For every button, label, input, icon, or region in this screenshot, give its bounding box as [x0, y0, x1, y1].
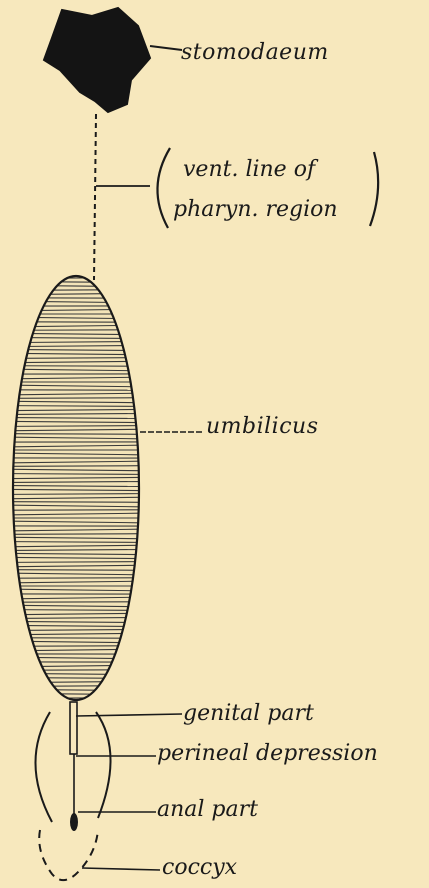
umbilicus-hatch-line [10, 673, 142, 674]
coccyx-leader [82, 868, 160, 870]
umbilicus-hatch-line [10, 293, 142, 294]
umbilicus-hatch-line [10, 681, 142, 682]
pharyngeal-label-line-1: vent. line of [183, 159, 315, 181]
umbilicus-hatch-line [10, 434, 142, 435]
coccyx-label: coccyx [162, 857, 237, 879]
genital-part-leader [76, 714, 182, 716]
umbilicus-hatch-line [10, 686, 142, 687]
umbilicus-hatch-line [10, 277, 142, 278]
stomodaeum-label: stomodaeum [181, 42, 329, 64]
stomodaeum-leader [150, 46, 182, 50]
umbilicus-hatch-line [10, 638, 142, 639]
umbilicus-hatch-line [10, 330, 142, 331]
anal-part-shape [70, 813, 78, 831]
perineal-depression-label: perineal depression [157, 743, 378, 765]
umbilicus-hatch-line [10, 693, 142, 694]
umbilicus-hatch-line [10, 333, 142, 334]
pharyngeal-label-line-2: pharyn. region [173, 199, 338, 221]
umbilicus-hatch-line [10, 698, 142, 699]
umbilicus-hatch-line [10, 678, 142, 679]
stomodaeum-shape [44, 8, 150, 112]
umbilicus-shape [10, 276, 142, 700]
umbilicus-hatch-line [10, 338, 142, 339]
right-parenthesis [370, 152, 378, 226]
umbilicus-hatch-line [10, 290, 142, 291]
right-fold-curve [96, 712, 111, 818]
genital-part-label: genital part [183, 703, 314, 725]
umbilicus-hatch-line [10, 689, 142, 690]
left-fold-curve [35, 712, 52, 822]
umbilicus-label: umbilicus [206, 416, 319, 438]
umbilicus-hatch-line [10, 366, 142, 367]
umbilicus-hatch-line [10, 534, 142, 535]
coccyx-outline [39, 830, 98, 880]
pharyngeal-ventral-line [94, 114, 96, 280]
umbilicus-hatch-line [10, 570, 142, 571]
genital-part-shape [70, 702, 77, 754]
umbilicus-hatch-line [10, 285, 142, 286]
umbilicus-hatch-line [10, 398, 142, 399]
left-parenthesis [157, 148, 170, 228]
umbilicus-hatch-line [10, 282, 142, 283]
umbilicus-hatch-line [10, 466, 142, 467]
umbilicus-hatch-line [10, 502, 142, 503]
anal-part-label: anal part [157, 799, 258, 821]
